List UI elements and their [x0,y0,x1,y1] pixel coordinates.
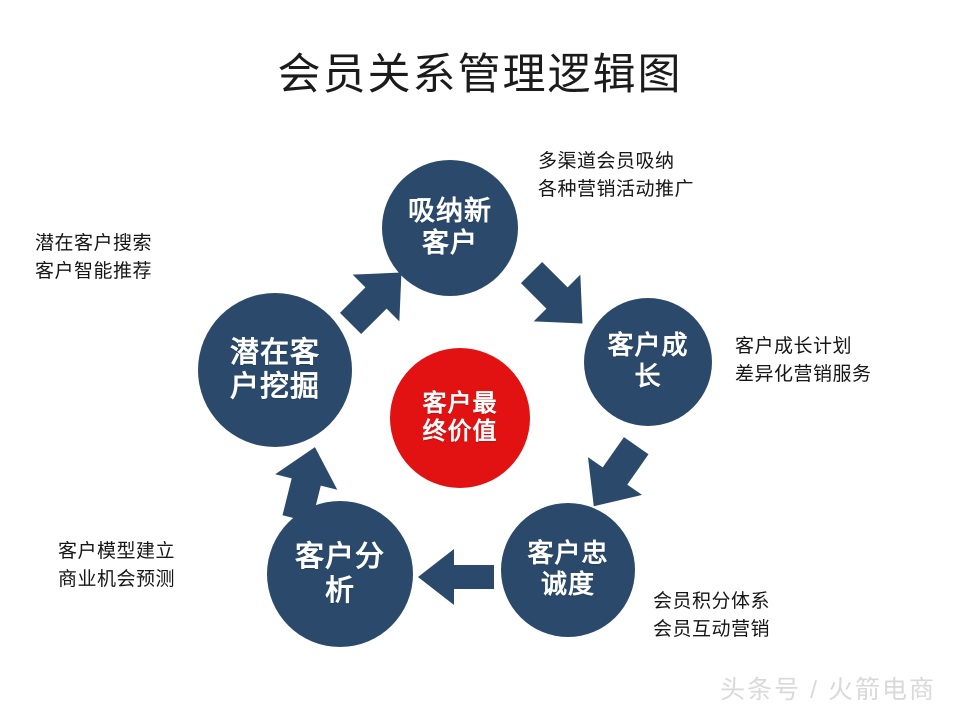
note-line-1: 客户模型建立 [58,541,176,562]
note-line-1: 会员积分体系 [653,591,771,612]
node-label: 客户成长 [607,331,689,391]
watermark: 头条号 / 火箭电商 [720,676,936,704]
node-customer-growth[interactable]: 客户成长 [584,298,712,426]
arrow-loyalty-to-analysis [416,545,496,609]
note-customer-analysis: 客户模型建立 商业机会预测 [58,538,175,594]
note-line-2: 客户智能推荐 [35,261,153,283]
node-customer-loyalty[interactable]: 客户忠诚度 [501,503,635,637]
page-title: 会员关系管理逻辑图 [277,52,683,99]
node-customer-analysis[interactable]: 客户分析 [267,501,413,647]
note-customer-growth: 客户成长计划 差异化营销服务 [735,333,872,389]
arrow-prospect-to-acquire [333,258,419,338]
node-customer-final-value[interactable]: 客户最终价值 [390,348,530,488]
note-line-1: 客户成长计划 [735,336,853,357]
arrow-acquire-to-growth [514,258,600,338]
node-label: 吸纳新客户 [408,196,492,258]
note-line-2: 差异化营销服务 [735,364,872,386]
node-acquire-new-customers[interactable]: 吸纳新客户 [382,160,518,296]
arrow-growth-to-loyalty [572,435,658,517]
note-line-1: 潜在客户搜索 [35,233,153,254]
node-label: 客户忠诚度 [527,539,609,599]
arrow-analysis-to-prospect [268,442,344,524]
note-acquire-new-customers: 多渠道会员吸纳 各种营销活动推广 [538,148,694,204]
note-line-2: 会员互动营销 [653,619,771,641]
node-prospect-mining[interactable]: 潜在客户挖掘 [198,293,352,447]
note-customer-loyalty: 会员积分体系 会员互动营销 [653,588,770,644]
node-label: 潜在客户挖掘 [229,336,320,403]
note-line-2: 各种营销活动推广 [538,179,695,201]
node-label: 客户分析 [294,540,385,607]
note-line-1: 多渠道会员吸纳 [538,151,675,172]
note-prospect-mining: 潜在客户搜索 客户智能推荐 [35,230,152,286]
center-label: 客户最终价值 [422,390,498,445]
note-line-2: 商业机会预测 [58,569,176,591]
